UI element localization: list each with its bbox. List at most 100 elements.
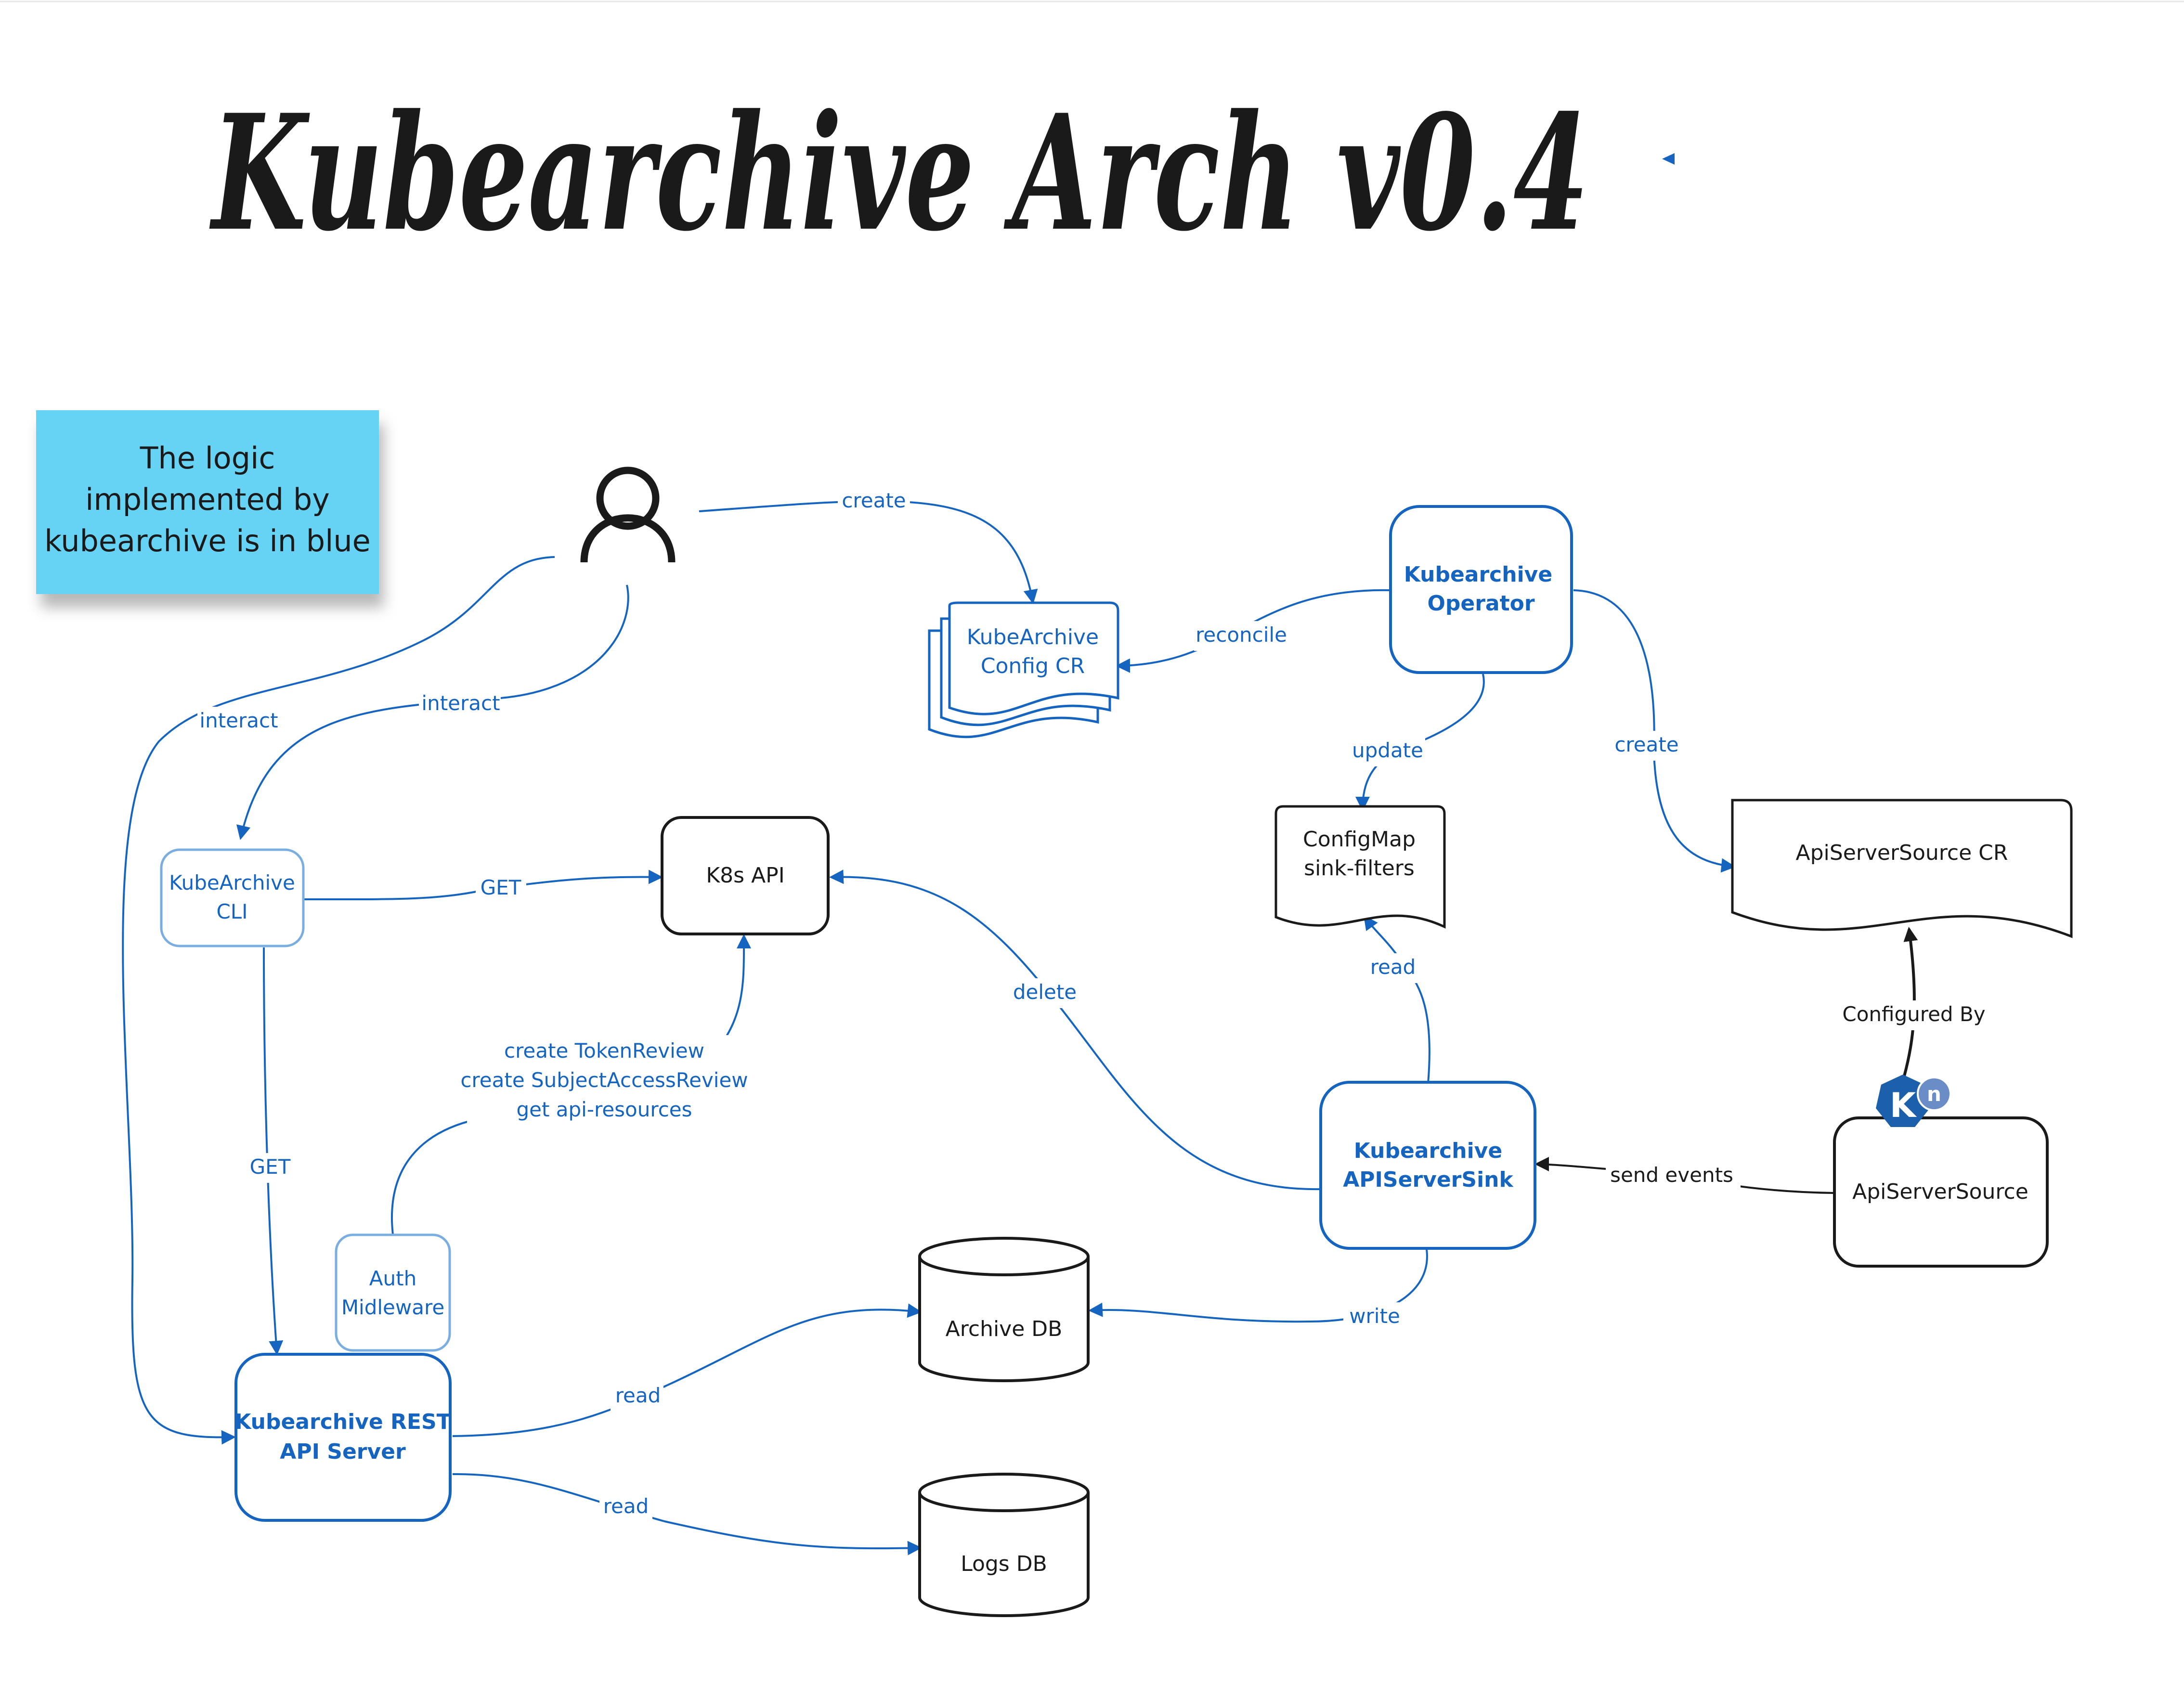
logs-db-body <box>918 1492 1090 1617</box>
legend-sticky-note: The logic implemented by kubearchive is … <box>36 410 379 594</box>
cli-box <box>160 848 305 947</box>
edge-label-reconcile: reconcile <box>1196 623 1287 647</box>
k8s-api-box <box>661 816 830 935</box>
node-auth-middleware[interactable]: Auth Midleware <box>335 1233 451 1352</box>
edge-label-auth-api-resources: get api-resources <box>516 1098 692 1121</box>
edge-read-configmap <box>1364 915 1430 1084</box>
operator-label-2: Operator <box>1427 591 1534 616</box>
edge-create-config-cr <box>699 500 1038 604</box>
apiserversink-label-2: APIServerSink <box>1343 1167 1514 1192</box>
edge-label-create-config-cr: create <box>842 489 906 512</box>
edge-label-cli-get-k8s: GET <box>481 876 521 899</box>
rest-api-server-label-1: Kubearchive REST <box>234 1410 451 1434</box>
logs-db-label: Logs DB <box>961 1552 1047 1576</box>
edge-read-archive <box>452 1303 922 1437</box>
label-bg <box>197 707 279 737</box>
user-icon <box>580 467 676 563</box>
archive-db-body <box>918 1257 1090 1382</box>
label-bg <box>611 1382 663 1412</box>
edge-label-read-archive: read <box>615 1384 661 1407</box>
config-cr-front-page <box>948 601 1119 715</box>
knative-logo-letter: K <box>1890 1086 1917 1125</box>
apiserversource-box <box>1833 1116 2049 1268</box>
operator-label-1: Kubearchive <box>1404 562 1552 587</box>
edge-label-interact-cli: interact <box>421 691 500 715</box>
sticky-note-line-2: implemented by <box>85 482 330 517</box>
edge-label-cli-get-rest: GET <box>250 1155 291 1179</box>
sticky-note-background <box>36 410 379 594</box>
diagram-title: Kubearchive Arch v0.4 <box>208 79 1589 266</box>
node-apiserversource[interactable]: ApiServerSource <box>1833 1116 2049 1268</box>
edge-label-auth-token-review: create TokenReview <box>504 1039 704 1063</box>
auth-middleware-box <box>335 1233 451 1352</box>
edge-label-auth-subject-access-review: create SubjectAccessReview <box>460 1068 748 1092</box>
configmap-label-2: sink-filters <box>1304 856 1415 881</box>
edge-write <box>1088 1249 1428 1323</box>
label-bg <box>245 1153 295 1183</box>
knative-badge-icon <box>1917 1076 1951 1111</box>
edge-label-delete: delete <box>1013 980 1077 1004</box>
node-archive-db[interactable]: Archive DB <box>918 1237 1090 1382</box>
edge-label-create-source-cr: create <box>1614 733 1678 756</box>
auth-middleware-label-1: Auth <box>369 1267 416 1290</box>
cli-label-2: CLI <box>216 900 247 923</box>
label-bg <box>1194 621 1286 651</box>
label-bg <box>1348 737 1425 766</box>
apiserversource-label: ApiServerSource <box>1852 1180 2028 1204</box>
config-cr-label-2: Config CR <box>981 654 1085 678</box>
node-apiserversink[interactable]: Kubearchive APIServerSink <box>1319 1081 1536 1250</box>
node-apiserversource-cr[interactable]: ApiServerSource CR <box>1731 799 2073 938</box>
edge-delete <box>829 869 1321 1191</box>
label-bg <box>1009 978 1081 1008</box>
knative-logo-icon: K n <box>1876 1075 1951 1127</box>
label-bg <box>467 1035 746 1129</box>
apiserversink-label-1: Kubearchive <box>1354 1139 1502 1163</box>
label-bg <box>1367 953 1420 983</box>
edge-label-read-logs: read <box>603 1494 649 1518</box>
sticky-note-line-1: The logic <box>140 441 275 476</box>
label-bg <box>1842 1000 1986 1030</box>
apiserversource-cr-label: ApiServerSource CR <box>1796 841 2008 865</box>
node-config-cr[interactable]: KubeArchive Config CR <box>928 601 1119 739</box>
node-configmap[interactable]: ConfigMap sink-filters <box>1274 805 1446 929</box>
label-bg <box>838 486 910 516</box>
operator-box <box>1389 505 1573 674</box>
small-arrowhead-icon <box>1662 153 1675 165</box>
node-operator[interactable]: Kubearchive Operator <box>1389 505 1573 674</box>
edge-label-read-configmap: read <box>1370 955 1416 979</box>
label-bg <box>476 874 526 904</box>
knative-heptagon-icon <box>1876 1075 1930 1127</box>
label-bg <box>1611 731 1683 761</box>
knative-badge-letter: n <box>1927 1082 1941 1106</box>
edge-label-configured-by: Configured By <box>1842 1002 1985 1026</box>
edge-cli-get-rest <box>263 947 284 1355</box>
configmap-shape <box>1274 805 1446 929</box>
label-bg <box>1606 1161 1741 1191</box>
node-cli[interactable]: KubeArchive CLI <box>160 848 305 947</box>
auth-middleware-label-2: Midleware <box>341 1296 444 1319</box>
edge-label-interact-rest: interact <box>199 709 278 732</box>
label-bg <box>599 1492 652 1522</box>
edge-create-source-cr <box>1573 589 1736 873</box>
k8s-api-label: K8s API <box>706 863 784 888</box>
cli-label-1: KubeArchive <box>169 871 295 894</box>
edge-read-logs <box>452 1473 922 1555</box>
edge-label-send-events: send events <box>1610 1163 1733 1187</box>
edge-interact-rest <box>122 556 555 1445</box>
sticky-note-line-3: kubearchive is in blue <box>44 523 371 558</box>
node-logs-db[interactable]: Logs DB <box>918 1473 1090 1617</box>
config-cr-label-1: KubeArchive <box>967 625 1099 649</box>
edge-label-write: write <box>1349 1304 1400 1328</box>
node-k8s-api[interactable]: K8s API <box>661 816 830 935</box>
configmap-label-1: ConfigMap <box>1303 827 1416 852</box>
node-rest-api-server[interactable]: Kubearchive REST API Server <box>234 1353 452 1522</box>
apiserversource-cr-shape <box>1731 799 2073 938</box>
rest-api-server-label-2: API Server <box>280 1439 406 1464</box>
apiserversink-box <box>1319 1081 1536 1250</box>
label-bg <box>1343 1302 1406 1332</box>
edge-label-update: update <box>1352 739 1423 762</box>
archive-db-label: Archive DB <box>946 1317 1063 1341</box>
rest-api-server-box <box>234 1353 452 1522</box>
